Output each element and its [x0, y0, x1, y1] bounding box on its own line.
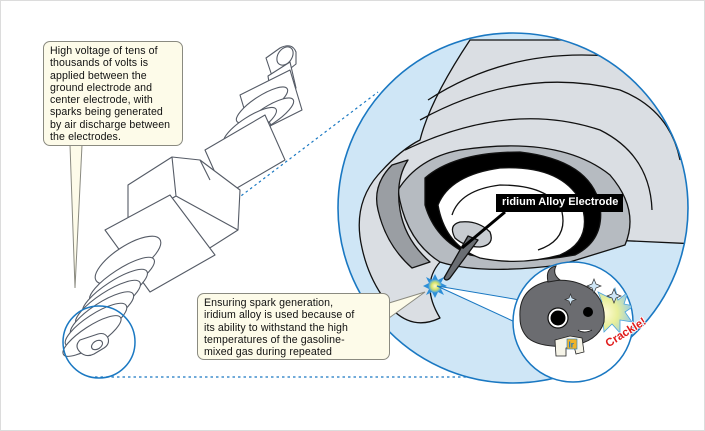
callout-voltage-tail [69, 144, 83, 289]
mascot-eye-2 [583, 307, 593, 317]
electrode-label: ridium Alloy Electrode [496, 194, 624, 212]
center-electrode-tip [443, 235, 479, 281]
insulator-ribs [204, 69, 303, 196]
callout-iridium-tail [388, 291, 426, 319]
insulator-inner-ring [451, 184, 564, 251]
mascot-badge [566, 338, 578, 350]
spark-plug [62, 45, 303, 357]
sparkle-icon-3 [564, 293, 577, 306]
sparkle-icons [564, 278, 622, 306]
thread-ridge-3 [404, 118, 653, 211]
magnified-circle-border [337, 32, 689, 384]
callout-voltage: High voltage of tens of thousands of vol… [43, 41, 183, 146]
spark-burst [423, 274, 447, 298]
thread-ridge-2 [419, 81, 681, 161]
mascot-eye [550, 310, 566, 326]
mascot-inset: Ir [512, 261, 634, 383]
mascot-mouth [577, 329, 593, 333]
mascot-tuft [546, 265, 562, 283]
mascot-badge-text: Ir [569, 341, 574, 350]
sparkle-icon-2 [606, 288, 622, 304]
callout-iridium: Ensuring spark generation, iridium alloy… [197, 293, 390, 360]
tip-electrode [76, 332, 110, 357]
ground-electrode [375, 159, 431, 269]
electrode-label-pointer [461, 210, 506, 250]
magnify-source-circle [62, 305, 136, 379]
sparkle-icon-1 [586, 278, 602, 294]
